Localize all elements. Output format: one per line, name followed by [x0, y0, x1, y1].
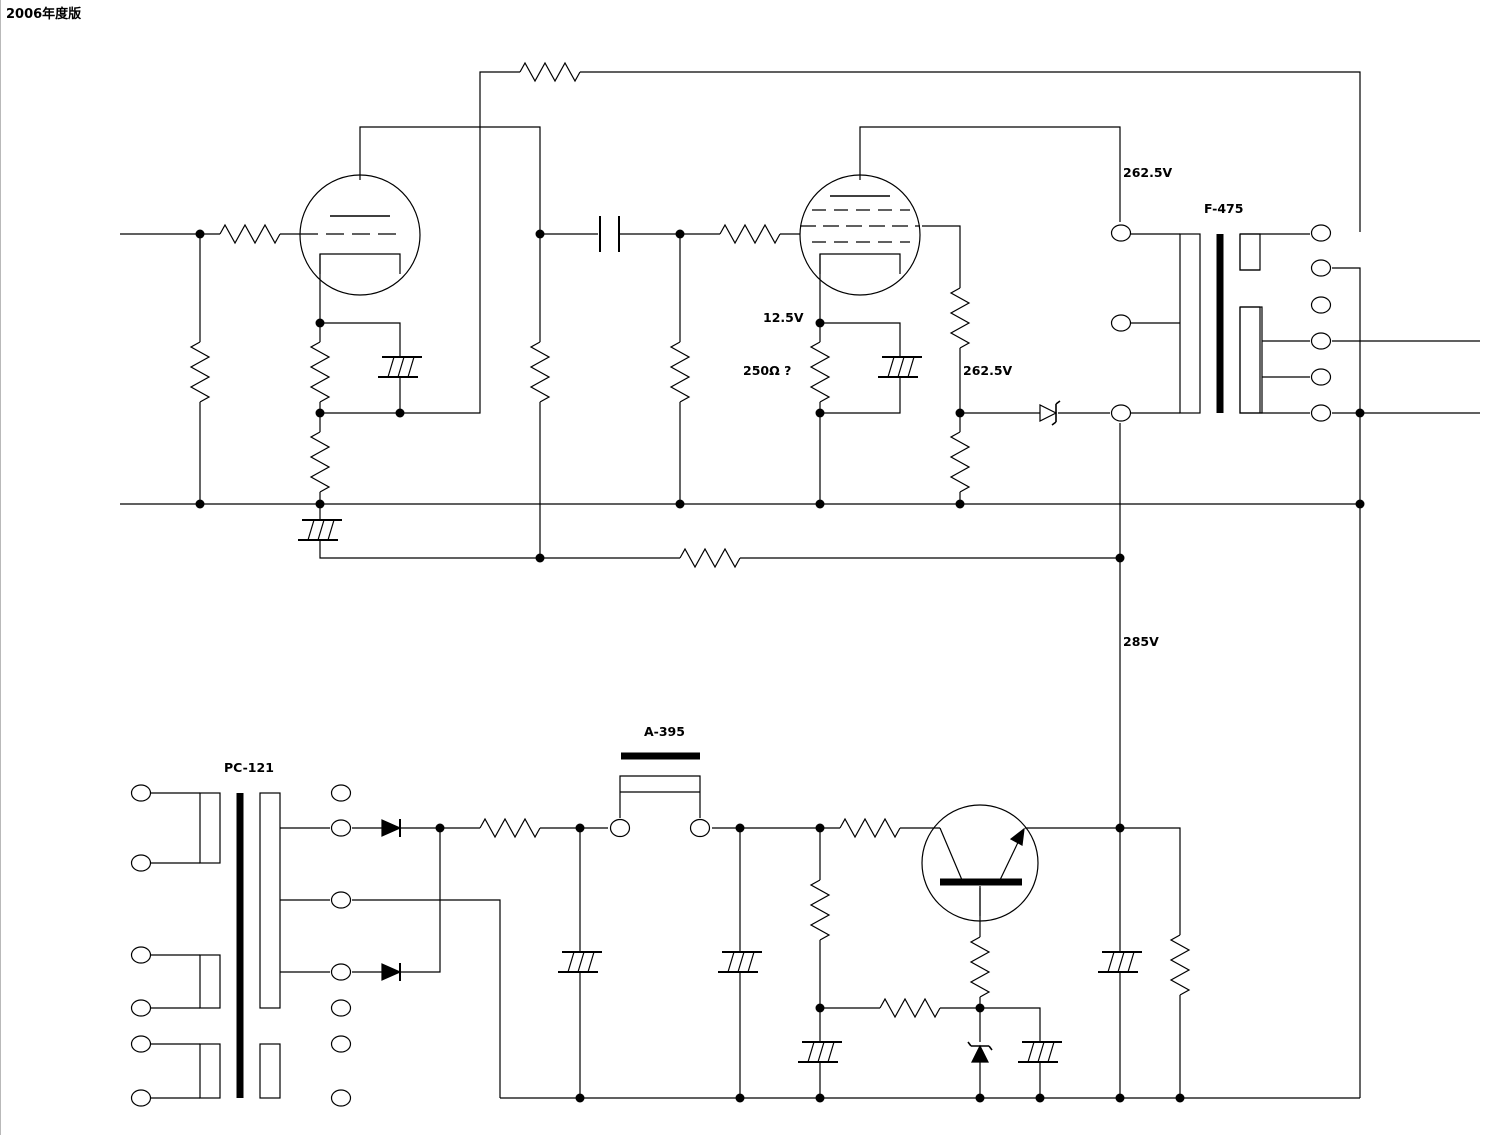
- power-transformer-terminal: [330, 819, 352, 837]
- power-transformer-label: PC-121: [224, 760, 274, 775]
- power-transformer-terminal: [130, 854, 152, 872]
- power-transformer-terminal: [330, 784, 352, 802]
- resistors: [190, 62, 1190, 1018]
- output-transformer: [1179, 233, 1263, 414]
- terminals: [130, 224, 1332, 1107]
- page-title: 2006年度版: [6, 7, 82, 22]
- decoupling-resistor: [679, 548, 741, 568]
- output-transformer-terminal: [1310, 368, 1332, 386]
- power-transformer-terminal: [330, 999, 352, 1017]
- bias-resistor: [879, 998, 941, 1018]
- filter-capacitor-2: [717, 951, 763, 973]
- power-transformer: [199, 792, 281, 1099]
- supply-voltage-label: 285V: [1123, 634, 1159, 649]
- output-transformer-terminal: [1310, 296, 1332, 314]
- power-transformer-terminal: [130, 784, 152, 802]
- output-transformer-terminal: [1310, 259, 1332, 277]
- output-transformer-terminal: [1310, 224, 1332, 242]
- input-resistor: [190, 341, 210, 403]
- power-transformer-terminal: [130, 1089, 152, 1107]
- output-transformer-terminal: [1310, 332, 1332, 350]
- screen-zener-diode: [1039, 400, 1061, 426]
- capacitors: [297, 216, 1143, 1063]
- filter-capacitor-3: [797, 1041, 843, 1063]
- plate-voltage-label: 262.5V: [1123, 165, 1173, 180]
- feedback-resistor: [519, 62, 581, 82]
- emitter-resistor: [970, 936, 990, 998]
- choke-terminal: [689, 818, 711, 838]
- cathode-bypass-capacitor-v2: [877, 356, 923, 378]
- divider-resistor: [810, 879, 830, 941]
- cathode-resistor-label: 250Ω ?: [743, 363, 791, 378]
- power-transformer-terminal: [330, 1089, 352, 1107]
- power-transformer-terminal: [330, 963, 352, 981]
- screen-resistor-upper: [950, 287, 970, 349]
- triode-tube: [299, 174, 421, 296]
- output-transformer-terminal: [1110, 224, 1132, 242]
- junctions: [195, 229, 1365, 1103]
- reference-zener-diode: [967, 1041, 993, 1063]
- nfb-resistor: [310, 431, 330, 493]
- bleeder-resistor: [1170, 934, 1190, 996]
- plate-load-resistor: [530, 341, 550, 403]
- output-capacitor: [1097, 951, 1143, 973]
- zener-capacitor: [1017, 1041, 1063, 1063]
- base-resistor: [839, 818, 901, 838]
- cathode-bypass-capacitor-v1: [377, 356, 423, 378]
- power-transformer-terminal: [330, 1035, 352, 1053]
- grid-leak-resistor: [670, 341, 690, 403]
- grid-resistor-v1: [219, 224, 281, 244]
- power-supply-wiring: [151, 775, 1360, 1099]
- decoupling-capacitor: [297, 519, 343, 541]
- window-border: [0, 0, 1, 1135]
- power-transformer-terminal: [330, 891, 352, 909]
- rectifier-diode-2: [381, 963, 402, 981]
- power-transformer-terminal: [130, 999, 152, 1017]
- output-transformer-terminal: [1110, 314, 1132, 332]
- output-transformer-terminal: [1310, 404, 1332, 422]
- regulator-transistor: [921, 804, 1039, 922]
- cathode-voltage-label: 12.5V: [763, 310, 804, 325]
- rectifier-diode-1: [381, 819, 402, 837]
- power-transformer-terminal: [130, 946, 152, 964]
- output-transformer-terminal: [1110, 404, 1132, 422]
- screen-voltage-label: 262.5V: [963, 363, 1013, 378]
- coupling-capacitor: [599, 216, 620, 252]
- rectifier-diodes: [381, 819, 402, 981]
- cathode-resistor-v1: [310, 341, 330, 403]
- ps-series-resistor: [479, 818, 541, 838]
- filter-capacitor-1: [557, 951, 603, 973]
- choke-terminal: [609, 818, 631, 838]
- output-transformer-label: F-475: [1204, 201, 1243, 216]
- grid-resistor-v2: [719, 224, 781, 244]
- choke-label: A-395: [644, 724, 685, 739]
- power-transformer-terminal: [130, 1035, 152, 1053]
- cathode-resistor-v2: [810, 341, 830, 403]
- pentode-tube: [799, 174, 921, 296]
- screen-resistor-lower: [950, 431, 970, 493]
